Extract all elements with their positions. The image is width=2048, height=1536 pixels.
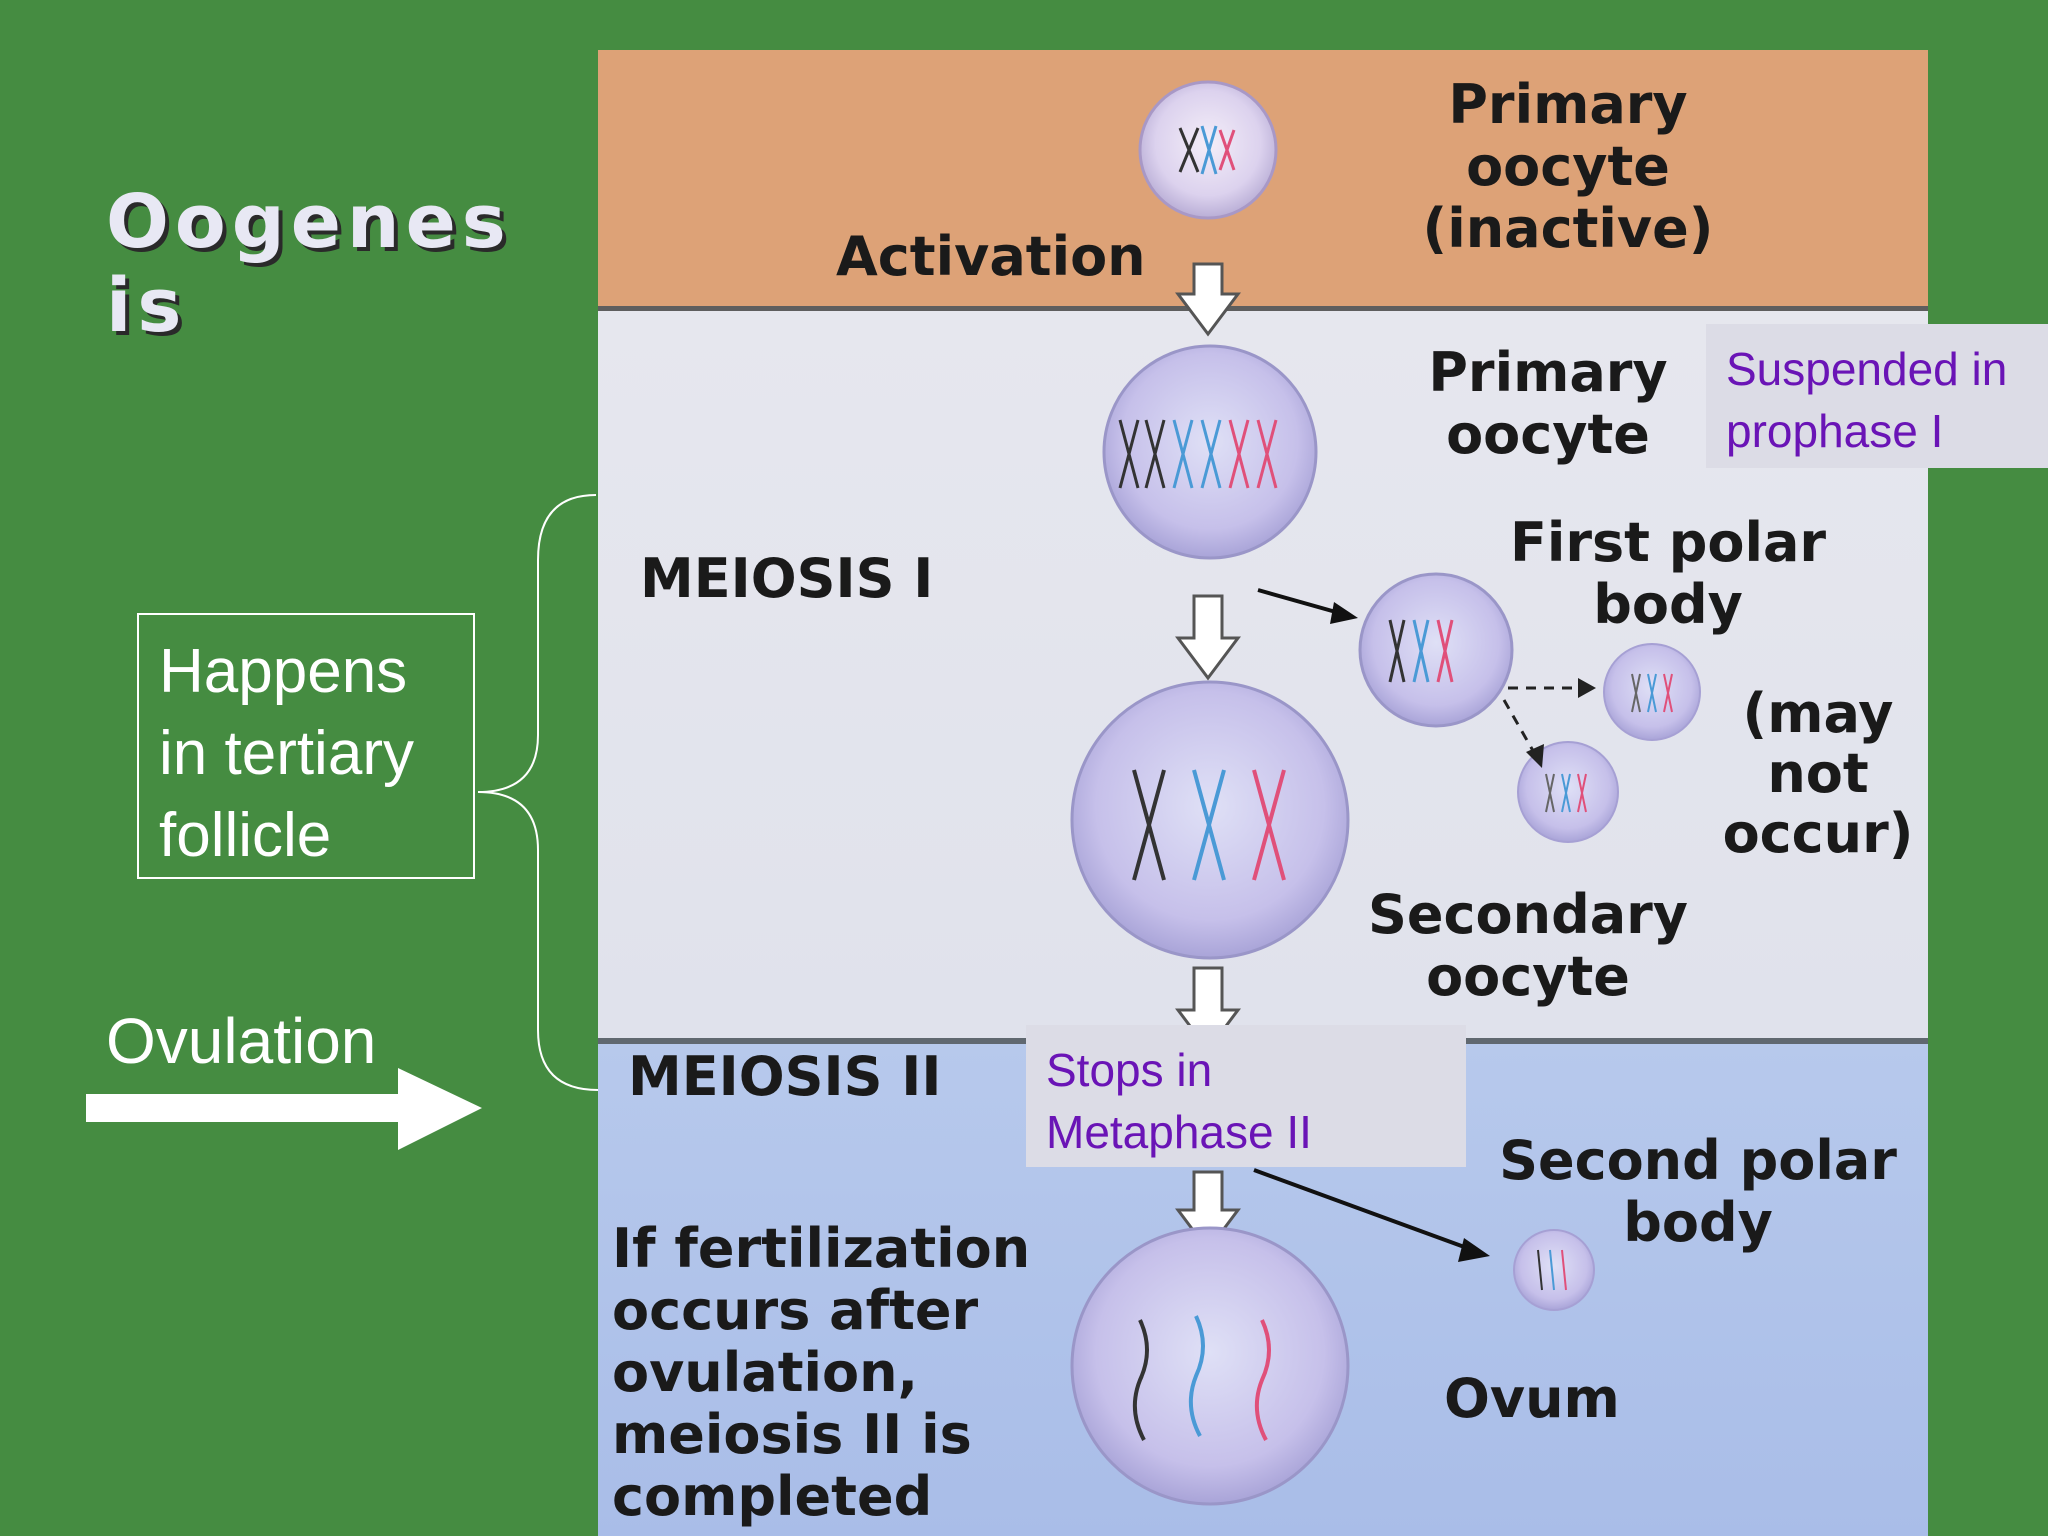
- ovulation-label: Ovulation: [106, 1005, 377, 1077]
- fertilization-line-3: ovulation,: [612, 1341, 919, 1404]
- primary-oocyte-inactive-label: Primary oocyte (inactive): [1418, 74, 1718, 260]
- primary-oocyte-cell: [1102, 344, 1318, 560]
- first-polar-body-label: First polar body: [1498, 512, 1838, 636]
- polar-body-division: [1502, 643, 1701, 843]
- fertilization-line-2: occurs after: [612, 1279, 979, 1342]
- first-polar-body-cell: [1358, 572, 1514, 728]
- secondary-oocyte-label: Secondary oocyte: [1358, 884, 1698, 1008]
- fertilization-line-4: meiosis II is: [612, 1403, 972, 1466]
- oogenesis-diagram: Primary oocyte (inactive) Activation Pri…: [598, 50, 1928, 1536]
- slide-title: Oogenesis: [106, 179, 512, 349]
- second-polar-body-cell: [1513, 1229, 1595, 1311]
- stage1-line-2: oocyte: [1466, 135, 1670, 198]
- secondary-line-2: oocyte: [1426, 945, 1630, 1008]
- fertilization-line-1: If fertilization: [612, 1217, 1031, 1280]
- activation-label: Activation: [836, 225, 1146, 288]
- primary-oocyte-label: Primary oocyte: [1428, 342, 1668, 466]
- callout-line-3: follicle: [159, 801, 332, 870]
- stage2-line-2: oocyte: [1446, 403, 1650, 466]
- stops-line-2: Metaphase II: [1046, 1106, 1312, 1158]
- fertilization-note: If fertilization occurs after ovulation,…: [612, 1218, 1030, 1528]
- callout-line-2: in tertiary: [159, 719, 414, 788]
- inactive-stage-band: [598, 50, 1928, 311]
- diagram-graphics: [1070, 80, 1701, 1506]
- first-polar-line-1: First polar: [1509, 511, 1827, 574]
- meiosis-two-label: MEIOSIS II: [628, 1045, 942, 1108]
- second-polar-line-1: Second polar: [1499, 1129, 1897, 1192]
- stage2-line-1: Primary: [1428, 341, 1668, 404]
- stops-line-1: Stops in: [1046, 1044, 1213, 1096]
- may-not-occur-label: (may not occur): [1708, 684, 1928, 864]
- stage1-line-3: (inactive): [1422, 197, 1714, 260]
- first-polar-line-2: body: [1593, 573, 1743, 636]
- second-polar-line-2: body: [1623, 1191, 1773, 1254]
- ovum-cell: [1070, 1226, 1350, 1506]
- may-not-occur-line-2: not: [1767, 742, 1869, 805]
- suspended-prophase-note: Suspended in prophase I: [1706, 324, 2048, 468]
- may-not-occur-line-1: (may: [1742, 682, 1894, 745]
- suspended-line-1: Suspended in: [1726, 343, 2008, 395]
- secondary-line-1: Secondary: [1368, 883, 1688, 946]
- may-not-occur-line-3: occur): [1722, 802, 1914, 865]
- fertilization-line-5: completed: [612, 1465, 933, 1528]
- tertiary-follicle-callout: Happens in tertiary follicle: [137, 613, 475, 879]
- inactive-oocyte-cell: [1138, 80, 1278, 220]
- ovum-label: Ovum: [1444, 1367, 1620, 1430]
- stage1-line-1: Primary: [1448, 73, 1688, 136]
- stops-metaphase-note: Stops in Metaphase II: [1026, 1025, 1466, 1167]
- meiosis-one-label: MEIOSIS I: [640, 547, 934, 610]
- second-polar-body-label: Second polar body: [1478, 1130, 1918, 1254]
- suspended-line-2: prophase I: [1726, 405, 1944, 457]
- secondary-oocyte-cell: [1070, 680, 1350, 960]
- callout-line-1: Happens: [159, 637, 408, 706]
